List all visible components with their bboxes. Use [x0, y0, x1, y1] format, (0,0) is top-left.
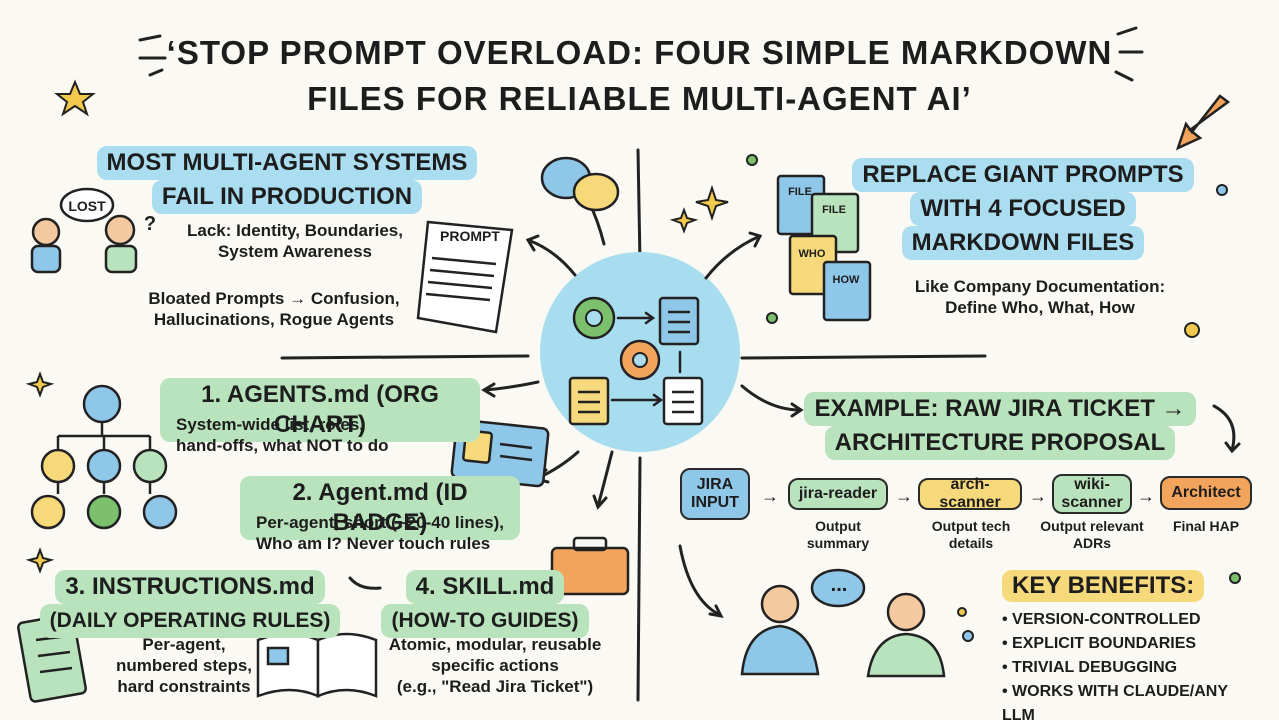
lack-line-2: System Awareness [217, 242, 373, 261]
agents-md-heading-text: 1. AGENTS.md (ORG CHART) [160, 378, 480, 442]
benefits-list: VERSION-CONTROLLED EXPLICIT BOUNDARIES T… [1002, 608, 1262, 720]
replace-heading-line-3: MARKDOWN FILES [901, 226, 1145, 260]
agent-md-heading-text: 2. Agent.md (ID BADGE) [240, 476, 520, 540]
agents-md-body: System-wide list, roles, hand-offs, what… [176, 414, 436, 456]
title-line-2: FILES FOR RELIABLE MULTI-AGENT AI’ [307, 80, 972, 117]
skill-md-line-1: Atomic, modular, reusable [388, 635, 602, 654]
replace-body-line-2: Define Who, What, How [945, 298, 1135, 317]
pipeline-caption-architect: Final HAP [1172, 518, 1240, 534]
chat-dots: ... [830, 574, 848, 596]
instructions-md-line-3: hard constraints [117, 677, 251, 696]
dot-decorations [746, 154, 1241, 642]
prompt-label: PROMPT [440, 228, 500, 244]
fail-heading-line-2: FAIL IN PRODUCTION [151, 180, 423, 214]
pipeline-caption-arch-scanner: Output tech details [931, 518, 1011, 551]
lost-label: LOST [68, 198, 106, 214]
people-discussing-icon [740, 568, 946, 678]
agents-md-line-2: hand-offs, what NOT to do [176, 436, 389, 455]
file-label-4: HOW [832, 274, 860, 286]
replace-heading: REPLACE GIANT PROMPTS WITH 4 FOCUSED MAR… [848, 158, 1198, 260]
gear-icon [572, 296, 661, 381]
pipeline-step-arch-scanner: arch-scanner [918, 476, 1022, 511]
document-icon [568, 296, 704, 426]
file-label-1: FILE [788, 186, 812, 198]
instructions-md-heading-line-1: 3. INSTRUCTIONS.md [55, 570, 325, 604]
lack-line-1: Lack: Identity, Boundaries, [186, 221, 403, 240]
benefit-item: VERSION-CONTROLLED [1002, 608, 1262, 632]
skill-md-body: Atomic, modular, reusable specific actio… [370, 634, 620, 697]
key-benefits: KEY BENEFITS: VERSION-CONTROLLED EXPLICI… [1002, 570, 1262, 720]
star-icon [25, 79, 729, 574]
file-label-3: WHO [798, 248, 826, 260]
pipeline-step-architect: Architect [1160, 476, 1252, 510]
fail-heading: MOST MULTI-AGENT SYSTEMS FAIL IN PRODUCT… [92, 146, 482, 214]
replace-body-line-1: Like Company Documentation: [914, 277, 1166, 296]
lack-text: Lack: Identity, Boundaries, System Aware… [160, 220, 430, 262]
skill-md-heading-line-2: (HOW-TO GUIDES) [381, 604, 589, 638]
agent-md-line-2: Who am I? Never touch rules [256, 534, 491, 553]
avatar-icon [30, 384, 178, 530]
instructions-md-line-2: numbered steps, [115, 656, 253, 675]
question-mark: ? [143, 213, 157, 235]
pipeline-step-jira-reader: jira-reader [788, 478, 888, 510]
agent-md-heading: 2. Agent.md (ID BADGE) [240, 476, 520, 540]
title-dash-icon [138, 26, 1144, 82]
arrow-icon [1175, 94, 1231, 151]
pipeline-arrow-icon: → [1137, 486, 1155, 506]
agent-md-body: Per-agent, short (~20-40 lines), Who am … [256, 512, 546, 554]
confused-people-icon [30, 187, 138, 274]
example-heading-line-1: EXAMPLE: RAW JIRA TICKET → [804, 392, 1196, 426]
replace-heading-line-1: REPLACE GIANT PROMPTS [852, 158, 1194, 192]
skill-md-heading-line-1: 4. SKILL.md [405, 570, 565, 604]
agents-md-heading: 1. AGENTS.md (ORG CHART) [160, 378, 480, 442]
radial-arrows [348, 198, 1241, 619]
pipeline-step-wiki-scanner: wiki-scanner [1052, 474, 1132, 514]
pipeline-step-jira-input: JIRA INPUT [680, 468, 750, 520]
instructions-md-body: Per-agent, numbered steps, hard constrai… [104, 634, 264, 697]
skill-md-heading: 4. SKILL.md (HOW-TO GUIDES) [380, 570, 590, 638]
benefit-item: EXPLICIT BOUNDARIES [1002, 632, 1262, 656]
instructions-md-heading-line-2: (DAILY OPERATING RULES) [39, 604, 341, 638]
agent-md-line-1: Per-agent, short (~20-40 lines), [256, 513, 504, 532]
agents-md-line-1: System-wide list, roles, [176, 415, 365, 434]
pipeline-caption-jira-reader: Output summary [806, 518, 870, 551]
fail-heading-line-1: MOST MULTI-AGENT SYSTEMS [96, 146, 478, 180]
pipeline-arrow-icon: → [1029, 486, 1047, 506]
chat-bubble-icon [540, 156, 620, 212]
skill-md-line-2: specific actions [431, 656, 559, 675]
instructions-md-heading: 3. INSTRUCTIONS.md (DAILY OPERATING RULE… [30, 570, 350, 638]
title-line-1: ‘STOP PROMPT OVERLOAD: FOUR SIMPLE MARKD… [166, 34, 1113, 71]
bloat-line-1: Bloated Prompts → Confusion, [148, 289, 400, 308]
bloat-line-2: Hallucinations, Rogue Agents [153, 310, 395, 329]
toolbox-icon [550, 536, 630, 596]
pipeline-arrow-icon: → [895, 486, 913, 506]
file-label-2: FILE [822, 204, 846, 216]
benefit-item: TRIVIAL DEBUGGING [1002, 656, 1262, 680]
bloat-text: Bloated Prompts → Confusion, Hallucinati… [124, 288, 424, 330]
book-icon [256, 632, 378, 698]
prompt-scroll-icon [416, 220, 514, 334]
markdown-files-icon [776, 174, 872, 322]
replace-heading-line-2: WITH 4 FOCUSED [910, 192, 1136, 226]
replace-body: Like Company Documentation: Define Who, … [880, 276, 1200, 318]
pipeline-arrow-icon: → [761, 486, 779, 506]
key-benefits-heading: KEY BENEFITS: [1002, 570, 1205, 602]
benefit-item: WORKS WITH CLAUDE/ANY LLM [1002, 680, 1262, 720]
example-heading: EXAMPLE: RAW JIRA TICKET → ARCHITECTURE … [800, 392, 1200, 460]
page-title: ‘STOP PROMPT OVERLOAD: FOUR SIMPLE MARKD… [0, 30, 1279, 122]
instructions-md-line-1: Per-agent, [142, 635, 226, 654]
org-chart-icon [56, 422, 152, 494]
hub-arrows [610, 311, 682, 407]
divider-lines [280, 148, 987, 702]
skill-md-line-3: (e.g., "Read Jira Ticket") [396, 677, 594, 696]
pipeline-caption-wiki-scanner: Output relevant ADRs [1040, 518, 1144, 551]
example-heading-line-2: ARCHITECTURE PROPOSAL [824, 426, 1176, 460]
